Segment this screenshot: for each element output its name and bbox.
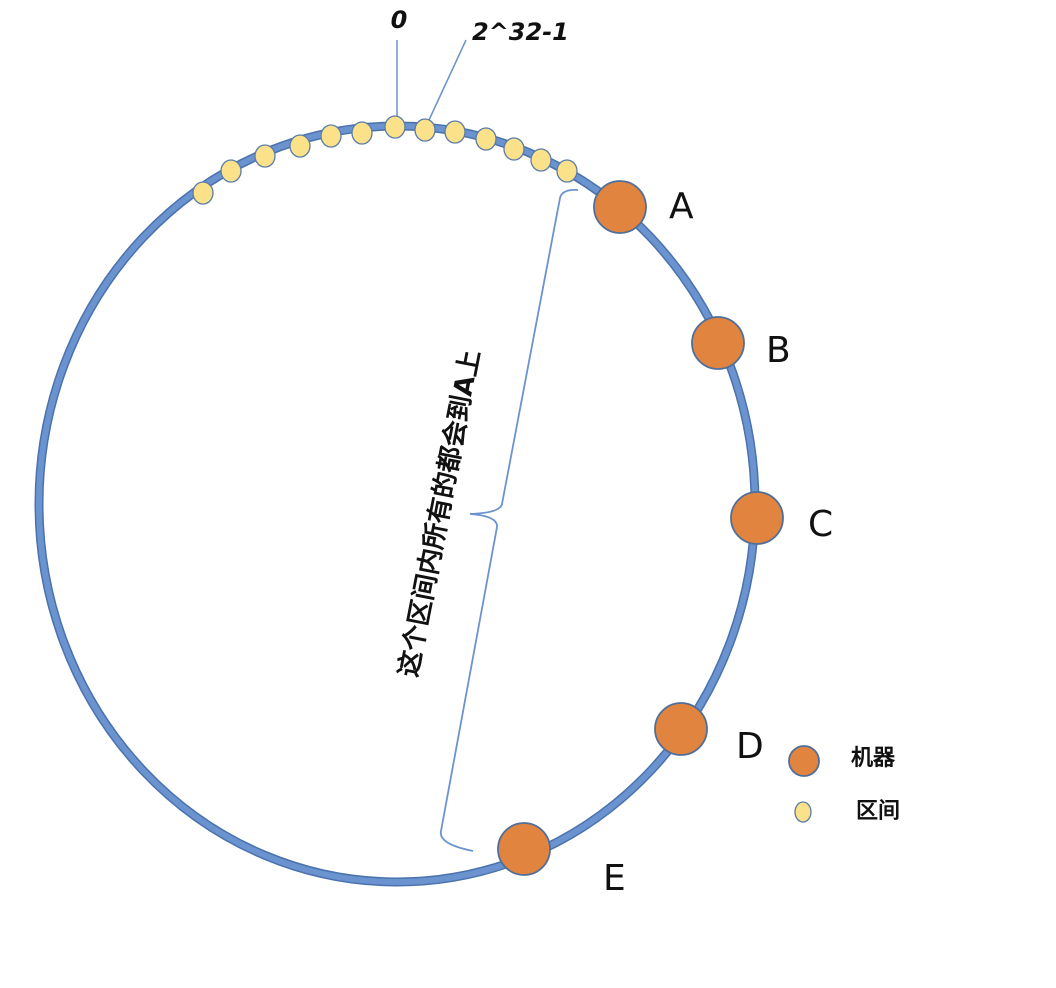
interval-marker (503, 137, 525, 161)
max-pointer-line (428, 39, 467, 121)
machine-node-c (730, 491, 784, 545)
machine-node-b (691, 316, 745, 370)
zero-label: 0 (391, 6, 408, 34)
interval-marker (320, 124, 342, 148)
machine-node-a (593, 180, 647, 234)
interval-marker (192, 181, 214, 205)
interval-marker (556, 159, 578, 183)
machine-label-d: D (736, 726, 764, 767)
interval-marker (254, 144, 276, 168)
machine-node-e (497, 822, 551, 876)
interval-marker (384, 115, 406, 139)
machine-label-a: A (669, 186, 694, 227)
legend-machine-label: 机器 (851, 746, 896, 771)
legend-interval-swatch (794, 801, 812, 823)
machine-label-b: B (766, 330, 791, 371)
legend-interval-label: 区间 (856, 799, 900, 824)
legend: 机器 区间 (788, 745, 900, 824)
machine-label-c: C (808, 504, 833, 545)
interval-marker (351, 121, 373, 145)
interval-marker (475, 127, 497, 151)
max-label: 2^32-1 (472, 18, 569, 46)
interval-markers (192, 115, 578, 205)
interval-brace (439, 189, 579, 852)
machine-node-d (654, 702, 708, 756)
hash-ring-outline (34, 121, 760, 887)
interval-marker (444, 120, 466, 144)
interval-marker (220, 159, 242, 183)
interval-marker (289, 134, 311, 158)
interval-marker (414, 118, 436, 142)
machine-label-e: E (603, 858, 626, 899)
machine-nodes (497, 180, 784, 876)
legend-machine-swatch (788, 745, 820, 777)
interval-marker (530, 148, 552, 172)
